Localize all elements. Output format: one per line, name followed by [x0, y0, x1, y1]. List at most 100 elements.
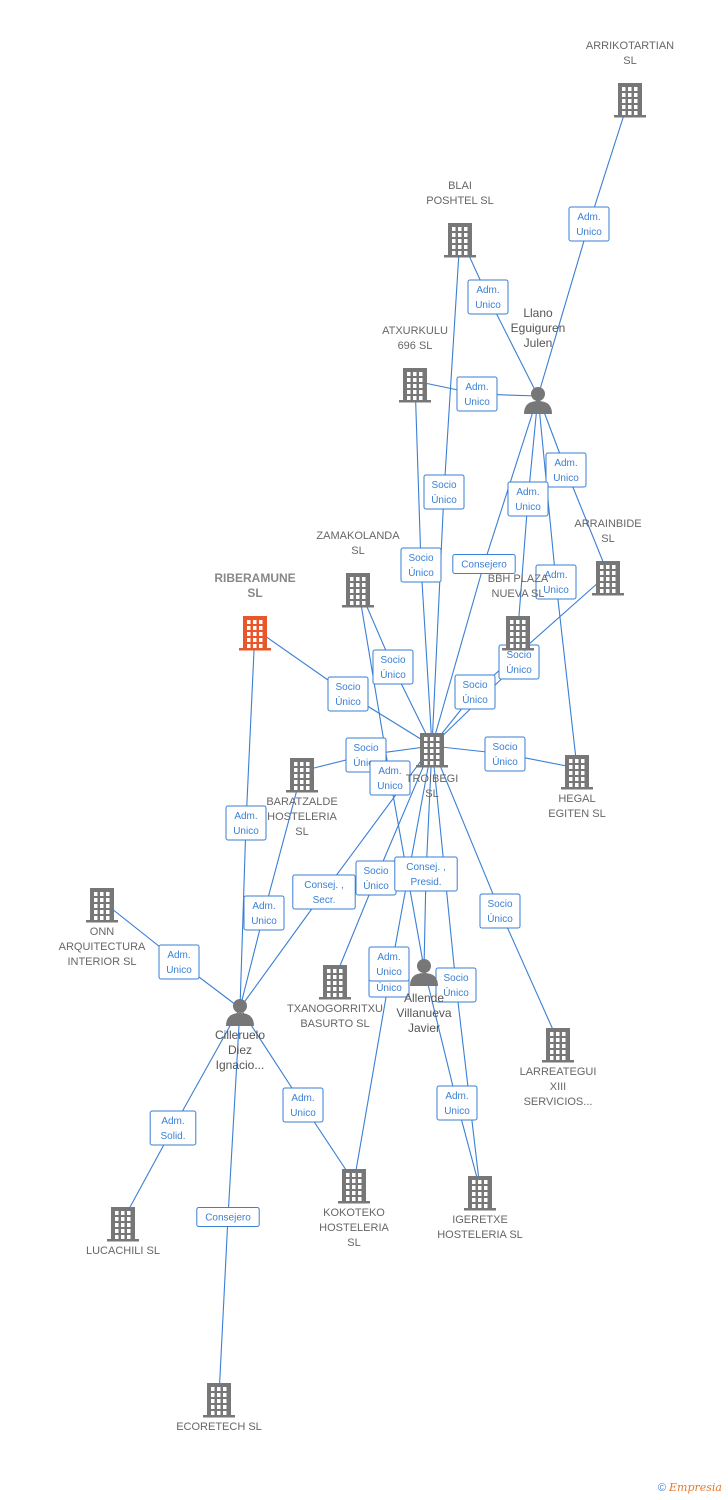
node-label: ARRIKOTARTIAN [586, 40, 674, 52]
building-icon[interactable] [107, 1207, 139, 1242]
edge-label-text: Único [487, 912, 513, 925]
node-label: ARQUITECTURA [59, 941, 146, 953]
building-icon[interactable] [286, 758, 318, 793]
building-icon[interactable] [338, 1169, 370, 1204]
node-label: Villanueva [396, 1006, 451, 1020]
node-cilleruelo[interactable]: CillerueloDiezIgnacio... [215, 999, 265, 1072]
node-label: TROIBEGI [406, 773, 459, 785]
building-icon[interactable] [542, 1028, 574, 1063]
edge-label-adm-unico: Adm.Unico [467, 279, 509, 315]
edge-label-text: Adm. [465, 382, 488, 393]
node-label: SL [295, 826, 308, 838]
edge-label-text: Adm. [476, 285, 499, 296]
edge-label-adm-solid: Adm.Solid. [149, 1110, 197, 1146]
node-ecoretech[interactable]: ECORETECH SL [176, 1383, 262, 1433]
node-label: ATXURKULU [382, 325, 448, 337]
node-lucachili[interactable]: LUCACHILI SL [86, 1207, 160, 1257]
edge-label-text: Unico [543, 585, 569, 596]
node-label: ARRAINBIDE [574, 518, 641, 530]
edge-label-text: Socio [353, 743, 378, 754]
building-icon[interactable] [203, 1383, 235, 1418]
building-icon[interactable] [614, 83, 646, 118]
edge-label-text: Socio [380, 655, 405, 666]
edge-label-text: Único [408, 566, 434, 579]
node-label: SL [351, 545, 364, 557]
node-label: 696 SL [398, 340, 433, 352]
node-label: TXANOGORRITXU [287, 1003, 383, 1015]
node-label: SL [601, 533, 614, 545]
building-icon[interactable] [86, 888, 118, 923]
edge-label-text: Adm. [544, 570, 567, 581]
node-label: BARATZALDE [266, 796, 337, 808]
node-label: EGITEN SL [548, 808, 605, 820]
node-label: BBH PLAZA [488, 573, 549, 585]
person-icon[interactable] [410, 959, 438, 986]
edge-label-text: Unico [376, 967, 402, 978]
node-label: ZAMAKOLANDA [316, 530, 400, 542]
edge-label-text: Adm. [445, 1091, 468, 1102]
building-icon[interactable] [592, 561, 624, 596]
edge-label-text: Unico [576, 227, 602, 238]
building-icon[interactable] [416, 733, 448, 768]
edge-label-text: Socio [487, 899, 512, 910]
building-icon[interactable] [444, 223, 476, 258]
edge-label-text: Único [462, 693, 488, 706]
edge-label-text: Unico [166, 965, 192, 976]
node-zamakolanda[interactable]: ZAMAKOLANDA SL [316, 530, 400, 608]
edge-label-text: Socio [462, 680, 487, 691]
node-label: HOSTELERIA SL [437, 1229, 523, 1241]
node-label: BASURTO SL [300, 1018, 369, 1030]
building-icon[interactable] [239, 616, 271, 651]
person-icon[interactable] [226, 999, 254, 1026]
building-icon[interactable] [561, 755, 593, 790]
edge-label-text: Adm. [377, 952, 400, 963]
brand-logo[interactable]: Empresia [669, 1481, 722, 1494]
edge-label-adm-unico: Adm.Unico [225, 805, 267, 841]
edge-label-adm-unico: Adm. Unico [535, 564, 577, 600]
node-larreategui[interactable]: LARREATEGUIXIIISERVICIOS... [520, 1028, 597, 1108]
node-label: RIBERAMUNE [214, 571, 295, 585]
node-label: BLAI [448, 180, 472, 192]
edge-label-adm-unico: Adm. Unico [436, 1085, 478, 1121]
building-icon[interactable] [319, 965, 351, 1000]
edge-label-text: Único [363, 879, 389, 892]
edge-label-text: Unico [444, 1106, 470, 1117]
building-icon[interactable] [342, 573, 374, 608]
node-igeretxe[interactable]: IGERETXE HOSTELERIA SL [437, 1176, 523, 1241]
edge-label-adm-unico: Adm.Unico [545, 452, 587, 488]
building-icon[interactable] [464, 1176, 496, 1211]
building-icon[interactable] [502, 616, 534, 651]
person-icon[interactable] [524, 387, 552, 414]
building-icon[interactable] [399, 368, 431, 403]
node-label: Ignacio... [216, 1058, 265, 1072]
node-txanogorritxu[interactable]: TXANOGORRITXU BASURTO SL [287, 965, 383, 1030]
node-atxurkulu[interactable]: ATXURKULU 696 SL [382, 325, 448, 403]
edge-label-text: Único [443, 986, 469, 999]
edge-label-text: Socio [335, 682, 360, 693]
node-arrainbide[interactable]: ARRAINBIDE SL [574, 518, 642, 596]
edge-label-adm-unico: Adm.Unico [243, 895, 285, 931]
edge-label-text: Presid. [410, 877, 441, 888]
edge-label-text: Unico [515, 502, 541, 513]
edge-label-text: Adm. [378, 766, 401, 777]
node-label: IGERETXE [452, 1214, 508, 1226]
edge-label-adm-unico: Adm.Unico [456, 376, 498, 412]
node-label: KOKOTEKO [323, 1207, 385, 1219]
edge-label-consej-presid: Consej. ,Presid. [394, 856, 458, 892]
edge-label-text: Solid. [160, 1131, 185, 1142]
